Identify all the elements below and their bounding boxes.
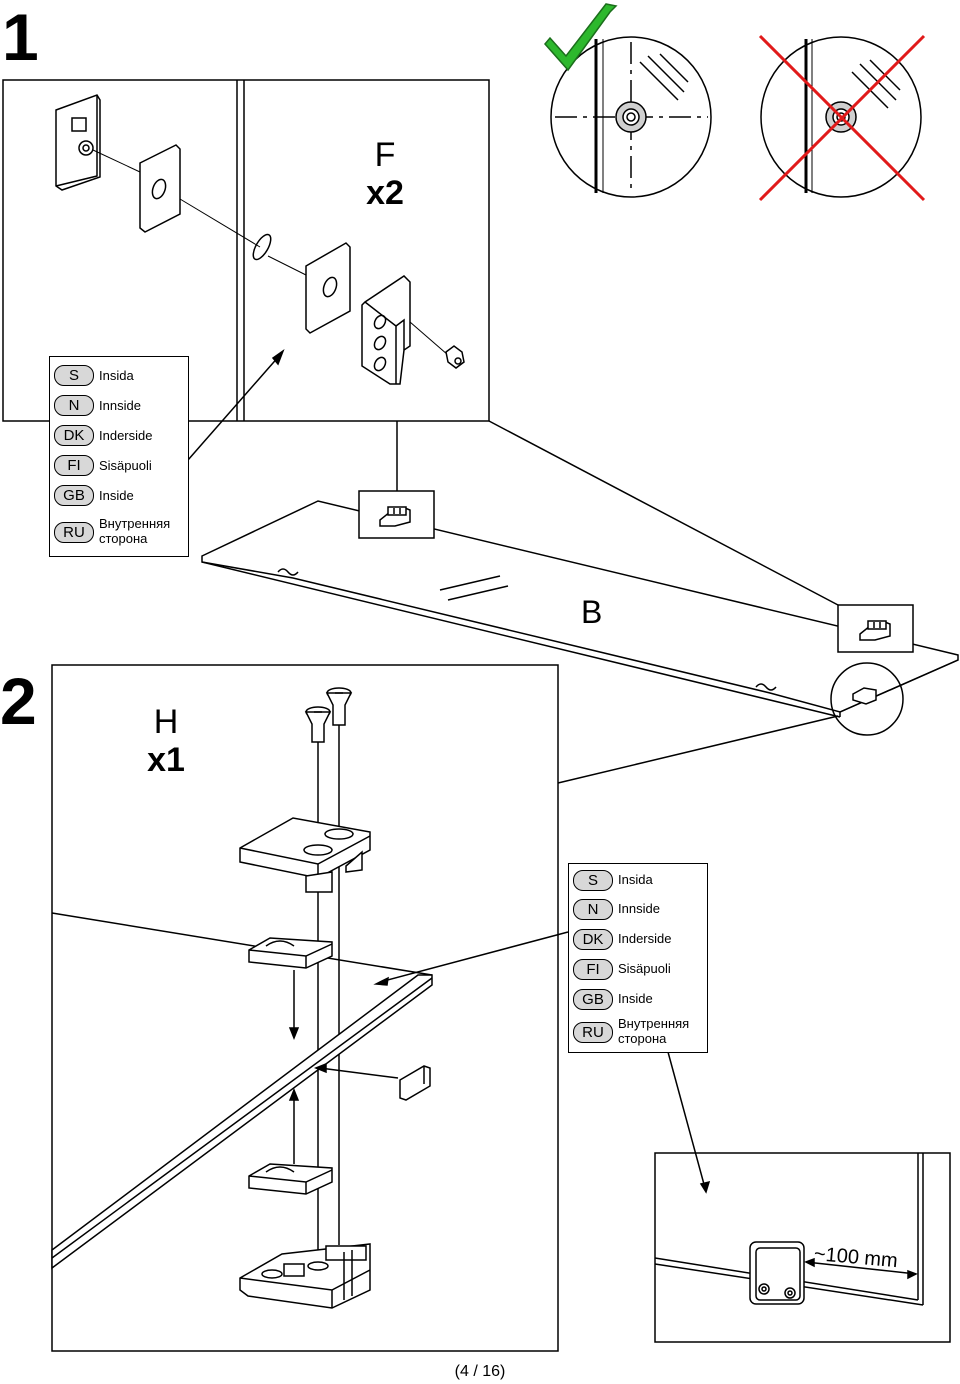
legend-text: Insida (99, 368, 134, 383)
part-label-h: H x1 (136, 703, 196, 779)
zoom-circle (830, 662, 904, 736)
spacer-bottom (248, 1163, 333, 1195)
bracket-f (361, 275, 411, 385)
legend-text: Inside (618, 991, 653, 1006)
language-badge: RU (573, 1022, 613, 1043)
legend-text: Innside (618, 901, 660, 916)
glass-label: B (581, 594, 603, 630)
step-number-1: 1 (2, 0, 39, 74)
clamp-bottom (239, 1243, 371, 1309)
wrong-example (758, 34, 926, 202)
language-badge: DK (573, 929, 613, 950)
language-badge: FI (573, 959, 613, 980)
bracket-icon-2 (859, 620, 891, 641)
language-badge: GB (573, 989, 613, 1010)
glass-clamp-installed (749, 1241, 805, 1305)
legend-text: Sisäpuoli (618, 961, 671, 976)
page-number: (4 / 16) (454, 1363, 506, 1380)
gasket (139, 144, 181, 233)
spacer-top (248, 937, 333, 969)
part-letter: F (374, 136, 396, 174)
language-badge: S (573, 870, 613, 891)
legend-text: Inderside (618, 931, 672, 946)
legend-text: Внутренняя сторона (99, 516, 171, 546)
wall-mount-plate (55, 94, 101, 191)
language-badge: N (54, 395, 94, 416)
correct-example (544, 3, 712, 198)
clamp-top (239, 817, 371, 893)
legend-text: Sisäpuoli (99, 458, 152, 473)
part-label-f: F x2 (355, 136, 415, 212)
step1-detail-frame (2, 79, 490, 422)
language-badge: DK (54, 425, 94, 446)
step-number-2: 2 (0, 664, 37, 738)
gasket-2 (305, 242, 351, 334)
language-badge: FI (54, 455, 94, 476)
screws-top (304, 687, 353, 743)
legend-text: Inside (99, 488, 134, 503)
screw (445, 345, 465, 369)
mounting-detail-frame (654, 1152, 951, 1343)
bracket-detail-box-2 (837, 604, 914, 653)
legend-text: Innside (99, 398, 141, 413)
inside-legend-1: S Insida N Innside DK Inderside FI Sisäpuoli… (49, 356, 189, 557)
pad (399, 1065, 431, 1101)
inside-legend-2: S Insida N Innside DK Inderside FI Sisäpuoli… (568, 863, 708, 1053)
language-badge: N (573, 899, 613, 920)
step2-detail-frame (51, 664, 559, 1352)
part-quantity: x1 (147, 741, 185, 779)
part-letter: H (153, 703, 179, 741)
legend-text: Inderside (99, 428, 153, 443)
legend-text: Внутренняя сторона (618, 1016, 690, 1046)
glass-shelf-b (201, 500, 959, 718)
language-badge: RU (54, 522, 94, 543)
language-badge: GB (54, 485, 94, 506)
legend-text: Insida (618, 872, 653, 887)
bracket-icon-1 (379, 506, 411, 527)
part-quantity: x2 (366, 174, 404, 212)
glass-edge (51, 974, 433, 1270)
language-badge: S (54, 365, 94, 386)
